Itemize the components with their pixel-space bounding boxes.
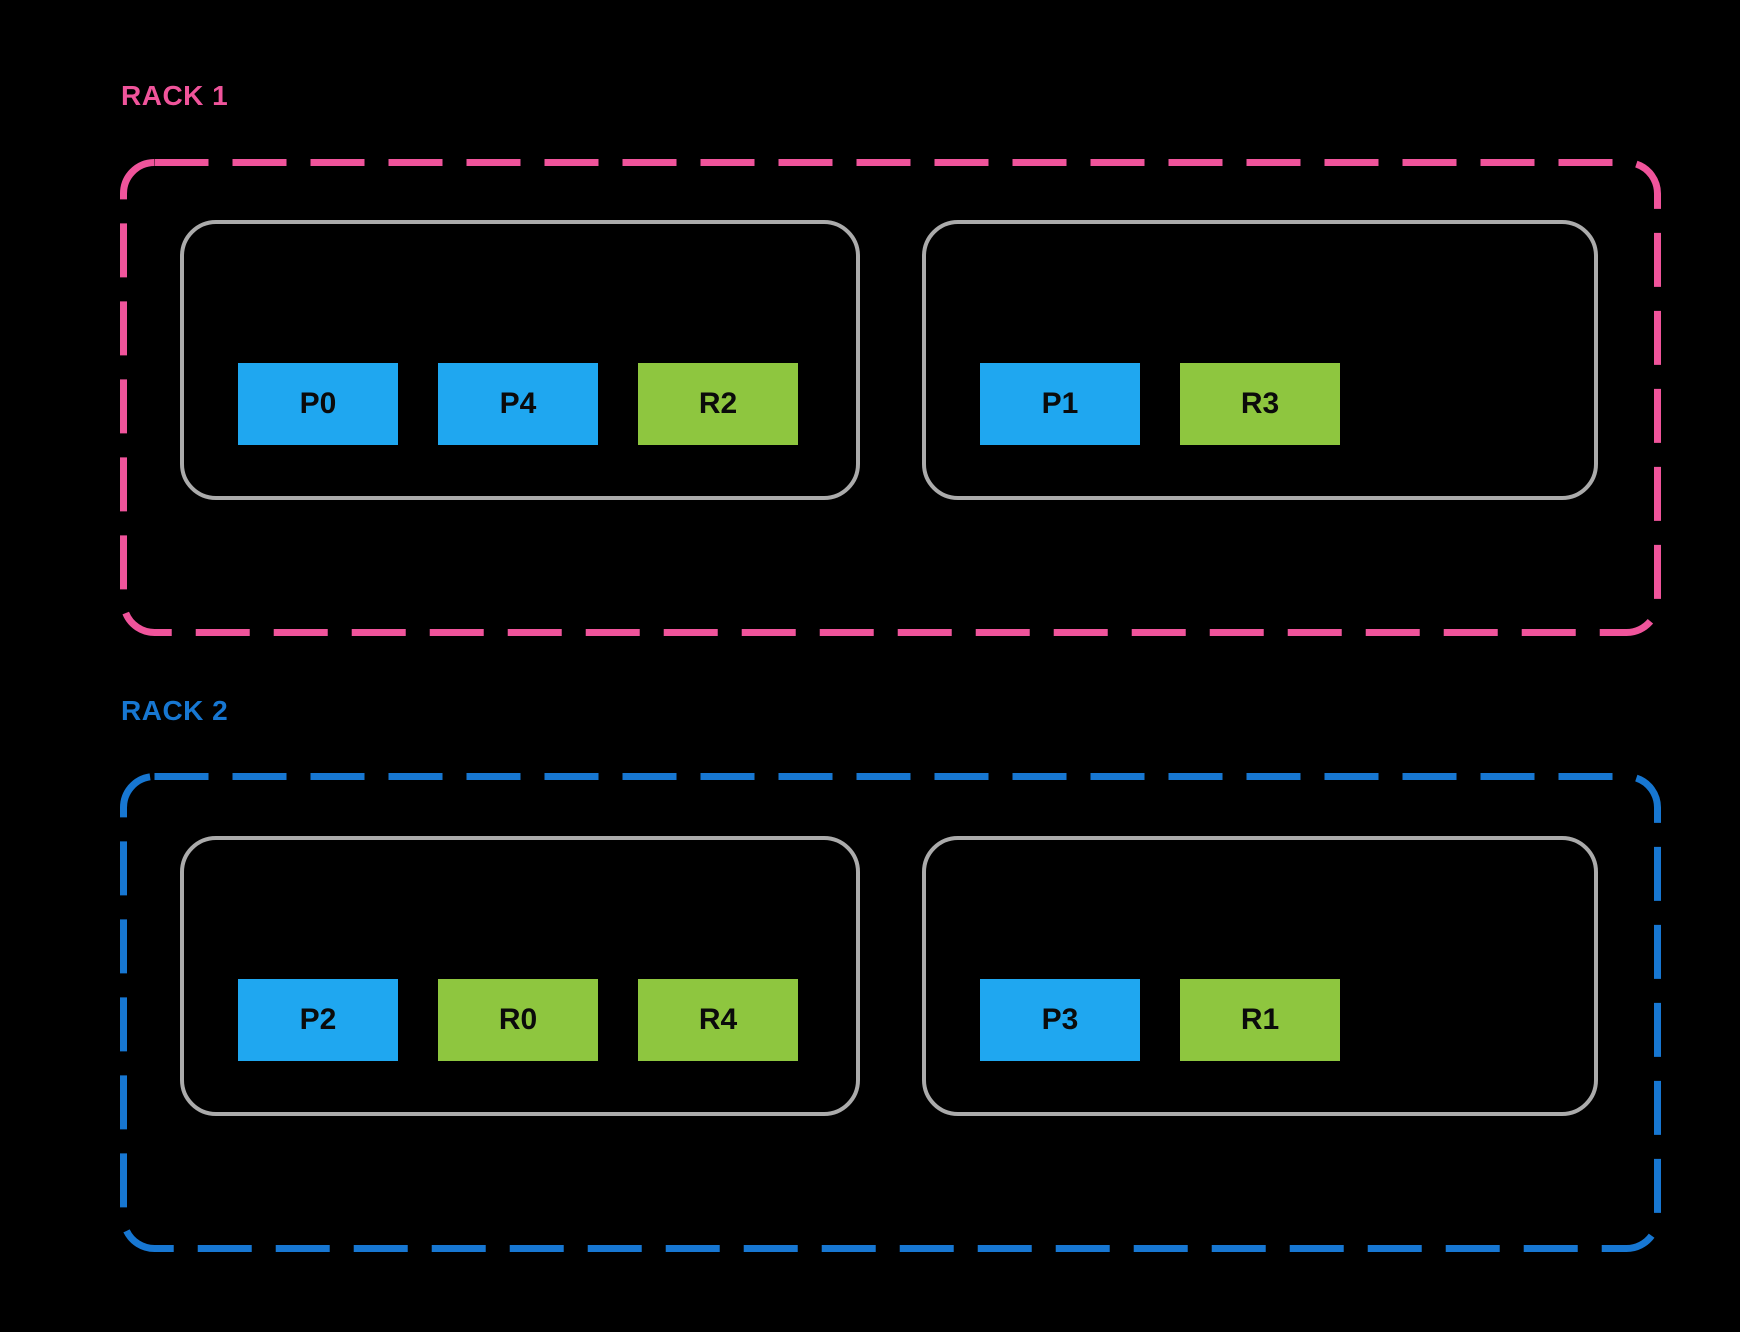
rack-2-host-1: P2 R0 R4 [180,836,860,1116]
replica-block-r2: R2 [638,363,798,445]
replica-block-r3: R3 [1180,363,1340,445]
rack-1-boundary [120,159,1661,636]
rack-2-border-rect [120,773,1661,1252]
partition-block-p0: P0 [238,363,398,445]
partition-block-p1: P1 [980,363,1140,445]
rack-1-label: RACK 1 [121,80,229,111]
rack-2-host-1-blocks: P2 R0 R4 [238,979,798,1061]
rack-1-host-2: P1 R3 [922,220,1598,500]
replica-block-r4: R4 [638,979,798,1061]
partition-block-p2: P2 [238,979,398,1061]
partition-block-p4: P4 [438,363,598,445]
replica-block-r0: R0 [438,979,598,1061]
rack-1-border-rect [120,159,1661,636]
rack-2-host-2: P3 R1 [922,836,1598,1116]
rack-1-dashed-border [120,159,1661,636]
rack-1-host-2-blocks: P1 R3 [980,363,1340,445]
rack-2-dashed-border [120,773,1661,1252]
rack-2-label: RACK 2 [121,695,229,726]
rack-2-boundary [120,773,1661,1252]
replica-block-r1: R1 [1180,979,1340,1061]
partition-block-p3: P3 [980,979,1140,1061]
rack-2-host-2-blocks: P3 R1 [980,979,1340,1061]
rack-1-host-1-blocks: P0 P4 R2 [238,363,798,445]
rack-1-host-1: P0 P4 R2 [180,220,860,500]
